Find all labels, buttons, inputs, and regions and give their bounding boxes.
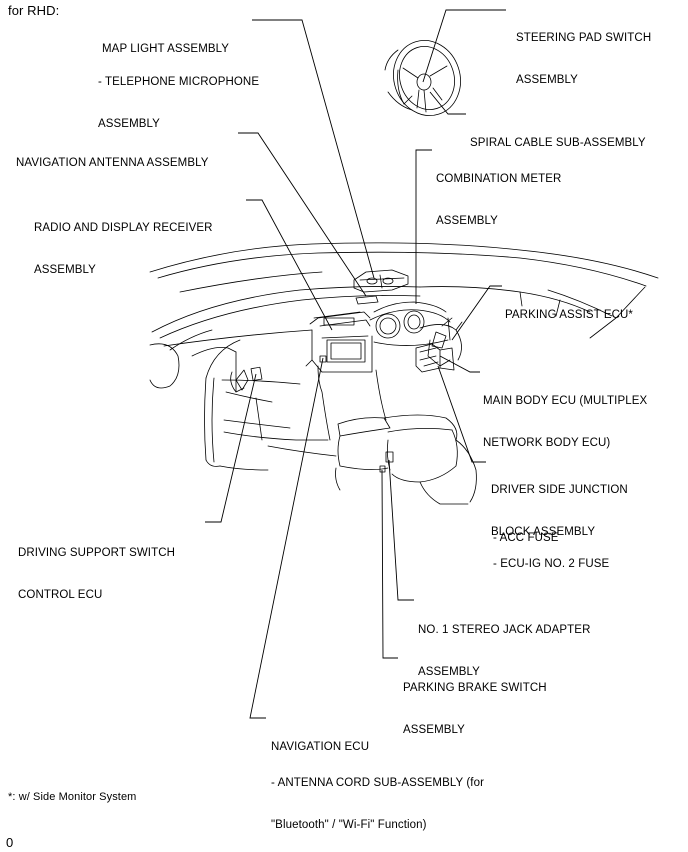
label-driving-support-switch: DRIVING SUPPORT SWITCH CONTROL ECU xyxy=(18,547,176,601)
label-combination-meter: COMBINATION METER ASSEMBLY xyxy=(436,173,562,227)
label-parking-brake-switch: PARKING BRAKE SWITCH ASSEMBLY xyxy=(403,682,547,736)
label-main-body-ecu: MAIN BODY ECU (MULTIPLEX NETWORK BODY EC… xyxy=(483,395,648,449)
label-antenna-cord: - ANTENNA CORD SUB-ASSEMBLY (for "Blueto… xyxy=(271,777,485,831)
label-map-light: MAP LIGHT ASSEMBLY xyxy=(102,43,230,55)
label-telephone-microphone: - TELEPHONE MICROPHONE ASSEMBLY xyxy=(98,76,260,130)
parking-brake-switch-part xyxy=(379,465,386,473)
label-navigation-ecu: NAVIGATION ECU xyxy=(271,741,370,753)
label-radio-display-receiver: RADIO AND DISPLAY RECEIVER ASSEMBLY xyxy=(34,222,213,276)
label-parking-assist-ecu: PARKING ASSIST ECU* xyxy=(505,309,634,321)
label-steering-pad-switch: STEERING PAD SWITCH ASSEMBLY xyxy=(516,32,652,86)
figure-id: 0 xyxy=(6,835,14,850)
page-title: for RHD: xyxy=(8,3,60,18)
label-navigation-antenna: NAVIGATION ANTENNA ASSEMBLY xyxy=(16,157,209,169)
steering-wheel-inset xyxy=(384,40,461,116)
label-spiral-cable: SPIRAL CABLE SUB-ASSEMBLY xyxy=(470,137,646,149)
label-stereo-jack-adapter: NO. 1 STEREO JACK ADAPTER ASSEMBLY xyxy=(418,624,591,678)
meter-hood xyxy=(369,301,451,346)
label-driver-side-junction-block: DRIVER SIDE JUNCTION BLOCK ASSEMBLY xyxy=(491,484,628,538)
junction-block-outline xyxy=(415,343,455,373)
overhead-module xyxy=(353,269,409,293)
footnote: *: w/ Side Monitor System xyxy=(8,791,137,803)
label-ecu-ig-fuse: - ECU-IG NO. 2 FUSE xyxy=(493,558,610,570)
label-acc-fuse: - ACC FUSE xyxy=(493,532,559,544)
leader-lines xyxy=(205,9,506,719)
